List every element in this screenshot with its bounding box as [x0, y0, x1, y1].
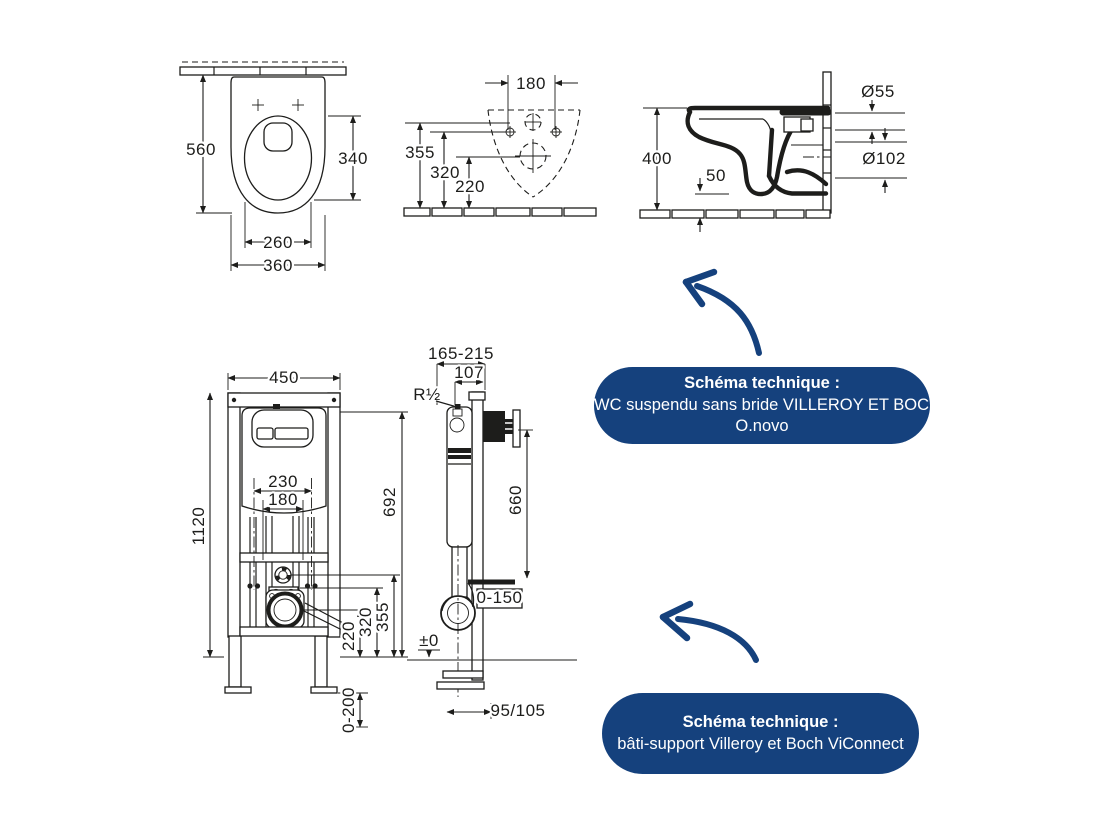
frame-side-view-drawing: 165-215 107 R½ 660 0-150 ±0 95/105 [407, 345, 577, 722]
wall-section-top [179, 61, 347, 76]
dim-340-label: 340 [338, 149, 368, 168]
pipes-and-bracket [239, 516, 348, 637]
floor-tiles [403, 207, 597, 217]
floor-level-label: ±0 [419, 631, 439, 650]
dim-220-label: 220 [455, 177, 485, 196]
wc-side-profile [685, 105, 832, 197]
wc-front-view-drawing: 180 355 320 220 [403, 72, 597, 217]
water-connection-label: R½ [413, 385, 440, 404]
callout-wc-title: Schéma technique : [684, 374, 840, 393]
wc-top-view-drawing: 560 340 260 360 [179, 61, 370, 277]
wc-front-dimensions: 180 355 320 220 [403, 72, 578, 209]
dim-180-label: 180 [268, 490, 298, 509]
arrow-to-wc-diagram-icon [682, 268, 762, 356]
callout-wc-line1: WC suspendu sans bride VILLEROY ET BOCH [594, 395, 941, 414]
dim-355-label: 355 [373, 602, 392, 632]
dim-230-label: 230 [268, 472, 298, 491]
dim-dia55-label: Ø55 [861, 82, 895, 101]
frame-side-dimensions: 165-215 107 R½ 660 0-150 ±0 95/105 [411, 345, 547, 722]
floor-tiles [639, 209, 831, 219]
frame-front-view-drawing: 450 1120 230 180 220 320 355 692 [190, 366, 408, 735]
dim-dia102-label: Ø102 [862, 149, 906, 168]
dim-95-105-label: 95/105 [491, 701, 546, 720]
dim-1120-label: 1120 [190, 507, 208, 546]
frame-front-dimensions: 450 1120 230 180 220 320 355 692 [190, 366, 408, 735]
dim-107-label: 107 [454, 363, 484, 382]
dim-0-150-label: 0-150 [477, 588, 523, 607]
dim-355-label: 355 [405, 143, 435, 162]
wc-side-dimensions: 400 50 Ø55 Ø102 [640, 80, 908, 232]
dim-360-label: 360 [263, 256, 293, 275]
dim-320-label: 320 [430, 163, 460, 182]
dim-400-label: 400 [642, 149, 672, 168]
callout-bati-support: Schéma technique : bâti-support Villeroy… [602, 693, 919, 774]
dim-50-label: 50 [706, 166, 726, 185]
wc-front-outline [487, 109, 581, 198]
fixing-cross-icon [252, 99, 304, 111]
dim-560-label: 560 [186, 140, 216, 159]
callout-frame-title: Schéma technique : [682, 713, 839, 731]
dim-180-label: 180 [516, 74, 546, 93]
dim-450-label: 450 [269, 368, 299, 387]
frame-side-structure [407, 391, 577, 697]
wc-top-dimensions: 560 340 260 360 [184, 74, 370, 277]
dim-660-label: 660 [506, 485, 525, 515]
dim-220-label: 220 [339, 621, 358, 651]
wc-side-view-drawing: 400 50 Ø55 Ø102 [639, 71, 908, 232]
dim-260-label: 260 [263, 233, 293, 252]
dim-0-200-label: 0-200 [339, 687, 358, 733]
callout-wc-suspendu: Schéma technique : WC suspendu sans brid… [594, 367, 941, 444]
arrow-to-frame-diagram-icon [659, 600, 759, 663]
callout-wc-line2: O.novo [735, 417, 789, 436]
dim-320-label: 320 [356, 607, 375, 637]
dim-692-label: 692 [380, 487, 399, 517]
frame-structure [224, 392, 341, 694]
dim-165-215-label: 165-215 [428, 345, 494, 363]
callout-frame-line1: bâti-support Villeroy et Boch ViConnect [617, 734, 904, 753]
cistern-and-flush-plate [241, 404, 327, 514]
wc-body-outline [230, 76, 326, 214]
